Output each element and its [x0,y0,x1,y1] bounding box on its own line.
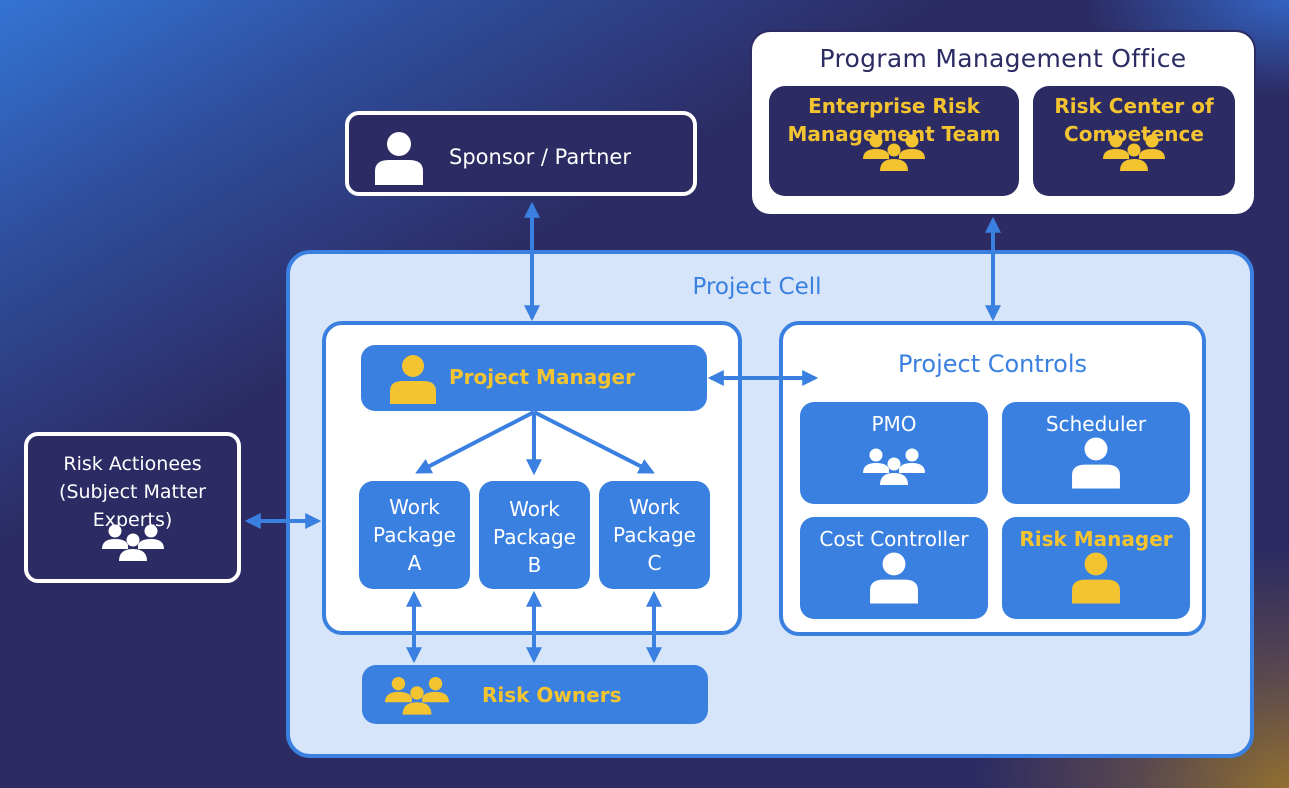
person-icon [373,131,425,189]
enterprise-risk-management-team-card[interactable]: Enterprise Risk Management Team [769,86,1019,196]
sponsor-label: Sponsor / Partner [449,145,631,169]
program-office-title: Program Management Office [819,44,1187,73]
sponsor-partner-box[interactable]: Sponsor / Partner [345,111,697,196]
project-manager-box[interactable]: Project Manager [361,345,707,411]
group-icon [101,523,165,569]
project-controls-title: Project Controls [898,350,1087,378]
person-icon [389,354,437,408]
person-icon [1071,551,1121,609]
group-icon [862,447,926,490]
person-icon [869,551,919,609]
team-label-line1: Risk Center of [1054,94,1214,118]
scheduler-role-box[interactable]: Scheduler [1002,402,1190,504]
actionees-line1: Risk Actionees [63,453,202,475]
team-label-line2: Management Team [787,122,1001,146]
project-cell-title: Project Cell [692,274,822,300]
risk-center-of-competence-card[interactable]: Risk Center of Competence [1033,86,1235,196]
work-package-a[interactable]: Work Package A [359,481,470,589]
project-manager-label: Project Manager [449,365,635,389]
risk-owners-label: Risk Owners [482,683,622,707]
wp-line2: Package [493,525,576,549]
role-label: Cost Controller [819,527,969,551]
role-label: PMO [871,412,917,436]
wp-line1: Work [509,497,560,521]
group-icon [384,675,450,719]
person-icon [1071,436,1121,494]
risk-manager-role-box[interactable]: Risk Manager [1002,517,1190,619]
work-package-b[interactable]: Work Package B [479,481,590,589]
work-package-c[interactable]: Work Package C [599,481,710,589]
program-management-office[interactable]: Program Management Office Enterprise Ris… [752,32,1254,214]
wp-line1: Work [389,495,440,519]
group-icon [1102,133,1166,178]
cost-controller-role-box[interactable]: Cost Controller [800,517,988,619]
wp-line3: A [407,551,422,575]
role-label: Scheduler [1045,412,1147,436]
team-label-line2: Competence [1064,122,1204,146]
group-icon [862,133,926,178]
wp-line2: Package [373,523,456,547]
wp-line3: C [647,551,662,575]
team-label-line1: Enterprise Risk [808,94,980,118]
wp-line1: Work [629,495,680,519]
risk-owners-box[interactable]: Risk Owners [362,665,708,724]
pmo-role-box[interactable]: PMO [800,402,988,504]
risk-actionees-box[interactable]: Risk Actionees (Subject Matter Experts) [24,432,241,583]
actionees-line2: (Subject Matter [59,481,206,503]
role-label: Risk Manager [1019,527,1173,551]
wp-line2: Package [613,523,696,547]
wp-line3: B [527,553,542,577]
